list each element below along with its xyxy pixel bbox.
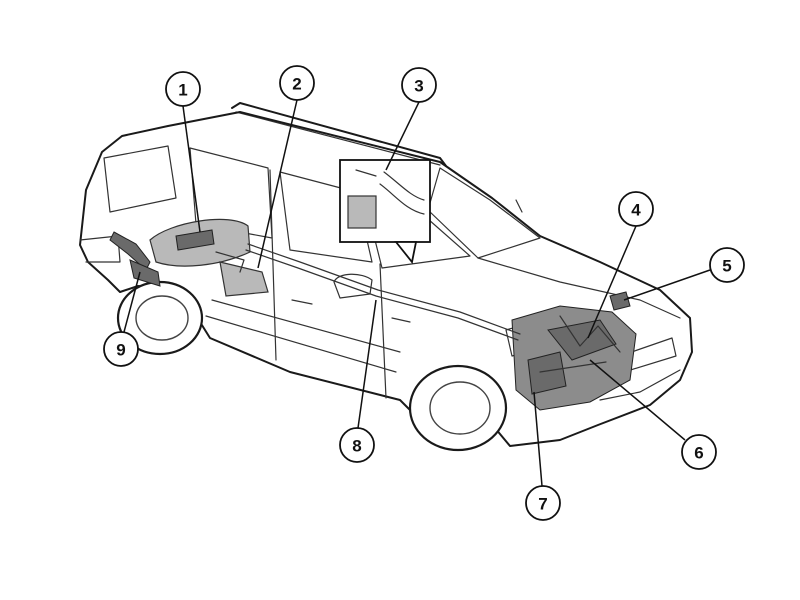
inset-line-2 bbox=[379, 183, 425, 215]
engine-assembly bbox=[511, 305, 637, 411]
inset-line-3 bbox=[355, 169, 377, 177]
hood-line bbox=[477, 257, 681, 319]
roof-rail bbox=[231, 102, 447, 167]
door-line-b-pillar bbox=[269, 169, 277, 361]
front-door-handle bbox=[391, 317, 411, 323]
station-wagon-illustration bbox=[79, 102, 693, 447]
callout-6: 6 bbox=[681, 434, 717, 470]
leader-line-5 bbox=[623, 269, 711, 301]
inset-pointer bbox=[394, 241, 418, 265]
leader-line-9 bbox=[123, 271, 141, 333]
component-5-unit bbox=[609, 291, 631, 311]
rear-door-window bbox=[279, 171, 373, 263]
callout-6-label: 6 bbox=[694, 444, 703, 463]
inset-component bbox=[347, 195, 377, 229]
leader-line-2 bbox=[257, 99, 298, 269]
leader-lines bbox=[123, 99, 711, 487]
callout-2-label: 2 bbox=[292, 75, 301, 94]
windshield bbox=[427, 167, 541, 259]
callout-1: 1 bbox=[165, 71, 201, 107]
callout-4: 4 bbox=[618, 191, 654, 227]
front-bumper bbox=[599, 369, 681, 401]
callout-5-label: 5 bbox=[722, 257, 731, 276]
leader-line-6 bbox=[589, 359, 686, 441]
callout-1-label: 1 bbox=[178, 81, 187, 100]
rear-wheel bbox=[116, 280, 204, 356]
leader-line-7 bbox=[533, 391, 543, 487]
callout-3: 3 bbox=[401, 67, 437, 103]
leader-line-8 bbox=[357, 299, 377, 429]
callout-9: 9 bbox=[103, 331, 139, 367]
fuel-filler-pipe bbox=[109, 231, 161, 287]
callout-5: 5 bbox=[709, 247, 745, 283]
rear-window bbox=[103, 145, 177, 213]
callout-8: 8 bbox=[339, 427, 375, 463]
side-mirror bbox=[333, 273, 373, 299]
callout-7-label: 7 bbox=[538, 495, 547, 514]
front-wheel bbox=[408, 364, 508, 452]
antenna bbox=[515, 199, 523, 213]
rear-door-handle bbox=[291, 299, 313, 305]
callout-8-label: 8 bbox=[352, 437, 361, 456]
body-crease bbox=[211, 299, 401, 353]
leader-line-1 bbox=[182, 105, 201, 233]
inset-line-1 bbox=[383, 171, 425, 201]
sill-line bbox=[205, 315, 397, 373]
callout-9-label: 9 bbox=[116, 341, 125, 360]
callout-4-label: 4 bbox=[631, 201, 641, 220]
callout-2: 2 bbox=[279, 65, 315, 101]
fuel-lines bbox=[245, 243, 521, 341]
rear-lamp bbox=[79, 235, 121, 263]
callout-3-label: 3 bbox=[414, 77, 423, 96]
leader-line-4 bbox=[587, 225, 637, 339]
door-line-front bbox=[379, 263, 387, 399]
detail-inset bbox=[339, 159, 431, 265]
roof-rail-lower bbox=[235, 111, 441, 166]
callout-7: 7 bbox=[525, 485, 561, 521]
leader-line-3 bbox=[385, 101, 420, 171]
canister-unit bbox=[215, 251, 269, 297]
